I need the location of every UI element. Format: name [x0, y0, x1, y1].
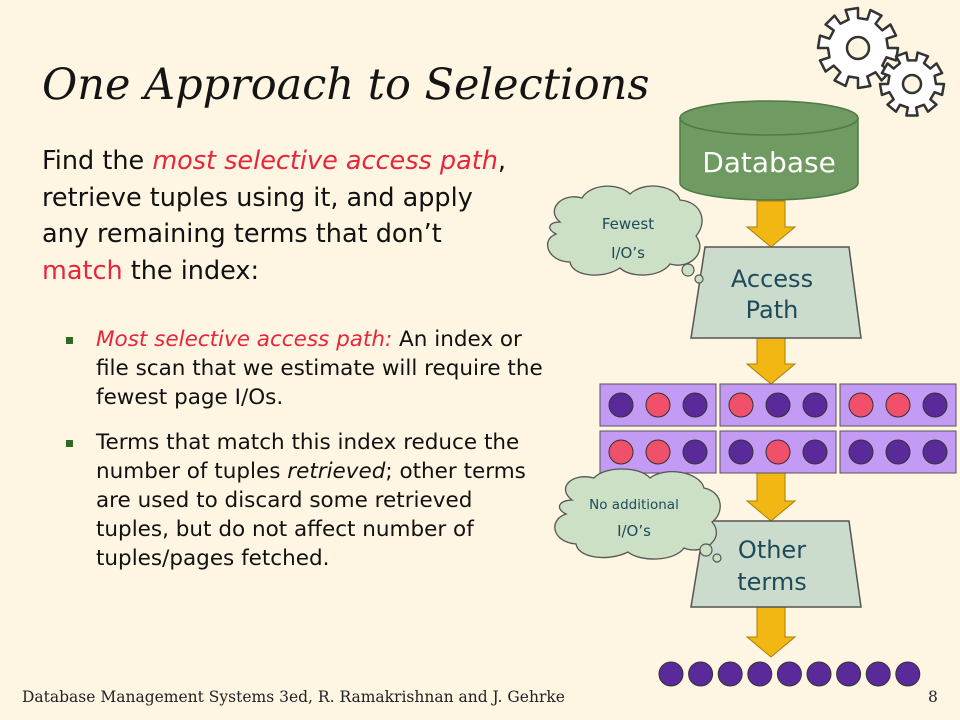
tuple-dot	[765, 392, 791, 418]
tuple-dot	[608, 392, 634, 418]
tuple-dot	[728, 392, 754, 418]
tuple-dot	[608, 439, 634, 465]
page-grid	[599, 383, 957, 474]
output-tuple-dot	[688, 661, 714, 687]
output-tuple-dot	[776, 661, 802, 687]
cloud1-line2: I/O’s	[611, 244, 645, 262]
callout-cloud-fewest-ios: Fewest I/O’s	[546, 185, 704, 284]
intro-text-3: the index:	[122, 255, 260, 286]
tuple-dot	[848, 392, 874, 418]
down-arrow-icon	[745, 337, 797, 385]
bullet-2-emphasis: retrieved	[287, 459, 386, 484]
bullet-square-icon	[66, 337, 73, 344]
down-arrow-icon	[745, 200, 797, 248]
intro-emphasis-access-path: most selective access path	[152, 146, 498, 176]
flow-arrows	[745, 200, 797, 658]
access-path-box: Access Path	[690, 246, 862, 339]
intro-emphasis-match: match	[42, 255, 123, 286]
output-tuple-dot	[836, 661, 862, 687]
tuple-dot	[765, 439, 791, 465]
tuple-dot	[922, 392, 948, 418]
gear-icon	[816, 6, 900, 90]
bullet-1-emphasis: Most selective access path:	[96, 327, 393, 352]
tuple-dot	[682, 392, 708, 418]
bullet-square-icon	[66, 440, 73, 447]
intro-paragraph: Find the most selective access path, ret…	[42, 143, 522, 289]
output-tuple-dot	[717, 661, 743, 687]
intro-text-1: Find the	[42, 146, 153, 176]
tuple-dot	[645, 439, 671, 465]
output-tuple-dot	[865, 661, 891, 687]
tuple-dot	[728, 439, 754, 465]
tuple-dot	[885, 392, 911, 418]
footer-citation: Database Management Systems 3ed, R. Rama…	[22, 688, 565, 706]
output-tuple-dot	[895, 661, 921, 687]
other-terms-label-line2: terms	[737, 568, 807, 596]
bullet-item-access-path: Most selective access path: An index or …	[62, 325, 552, 412]
tuple-dot	[802, 392, 828, 418]
bullet-2-text-2: ; other terms are used to discard some r…	[96, 459, 526, 571]
cloud1-line1: Fewest	[602, 215, 654, 233]
tuple-dot	[802, 439, 828, 465]
other-terms-box: Other terms	[690, 520, 862, 608]
output-tuples	[658, 661, 921, 687]
down-arrow-icon	[745, 606, 797, 658]
output-tuple-dot	[658, 661, 684, 687]
output-tuple-dot	[747, 661, 773, 687]
access-path-label-line1: Access	[731, 265, 813, 293]
intro-text-2: , retrieve tuples using it, and apply an…	[42, 146, 506, 249]
tuple-dot	[848, 439, 874, 465]
bullet-2-text-1: Terms that match this index reduce the n…	[96, 430, 520, 484]
other-terms-label-line1: Other	[738, 536, 806, 564]
down-arrow-icon	[745, 472, 797, 522]
database-cylinder: Database	[679, 100, 859, 201]
tuple-dot	[885, 439, 911, 465]
bullet-item-terms: Terms that match this index reduce the n…	[62, 428, 552, 573]
slide-title: One Approach to Selections	[42, 60, 650, 110]
page-number: 8	[928, 688, 938, 706]
gear-icon	[878, 51, 946, 117]
tuple-dot	[682, 439, 708, 465]
tuple-dot	[645, 392, 671, 418]
cloud2-line1: No additional	[589, 497, 679, 513]
callout-cloud-no-additional-ios: No additional I/O’s	[554, 468, 722, 563]
bullet-list: Most selective access path: An index or …	[62, 325, 552, 589]
output-tuple-dot	[806, 661, 832, 687]
database-label: Database	[702, 146, 836, 179]
cloud2-line2: I/O’s	[617, 522, 651, 540]
access-path-label-line2: Path	[746, 296, 799, 324]
tuple-dot	[922, 439, 948, 465]
bullet-1-text: An index or file scan that we estimate w…	[96, 327, 543, 410]
